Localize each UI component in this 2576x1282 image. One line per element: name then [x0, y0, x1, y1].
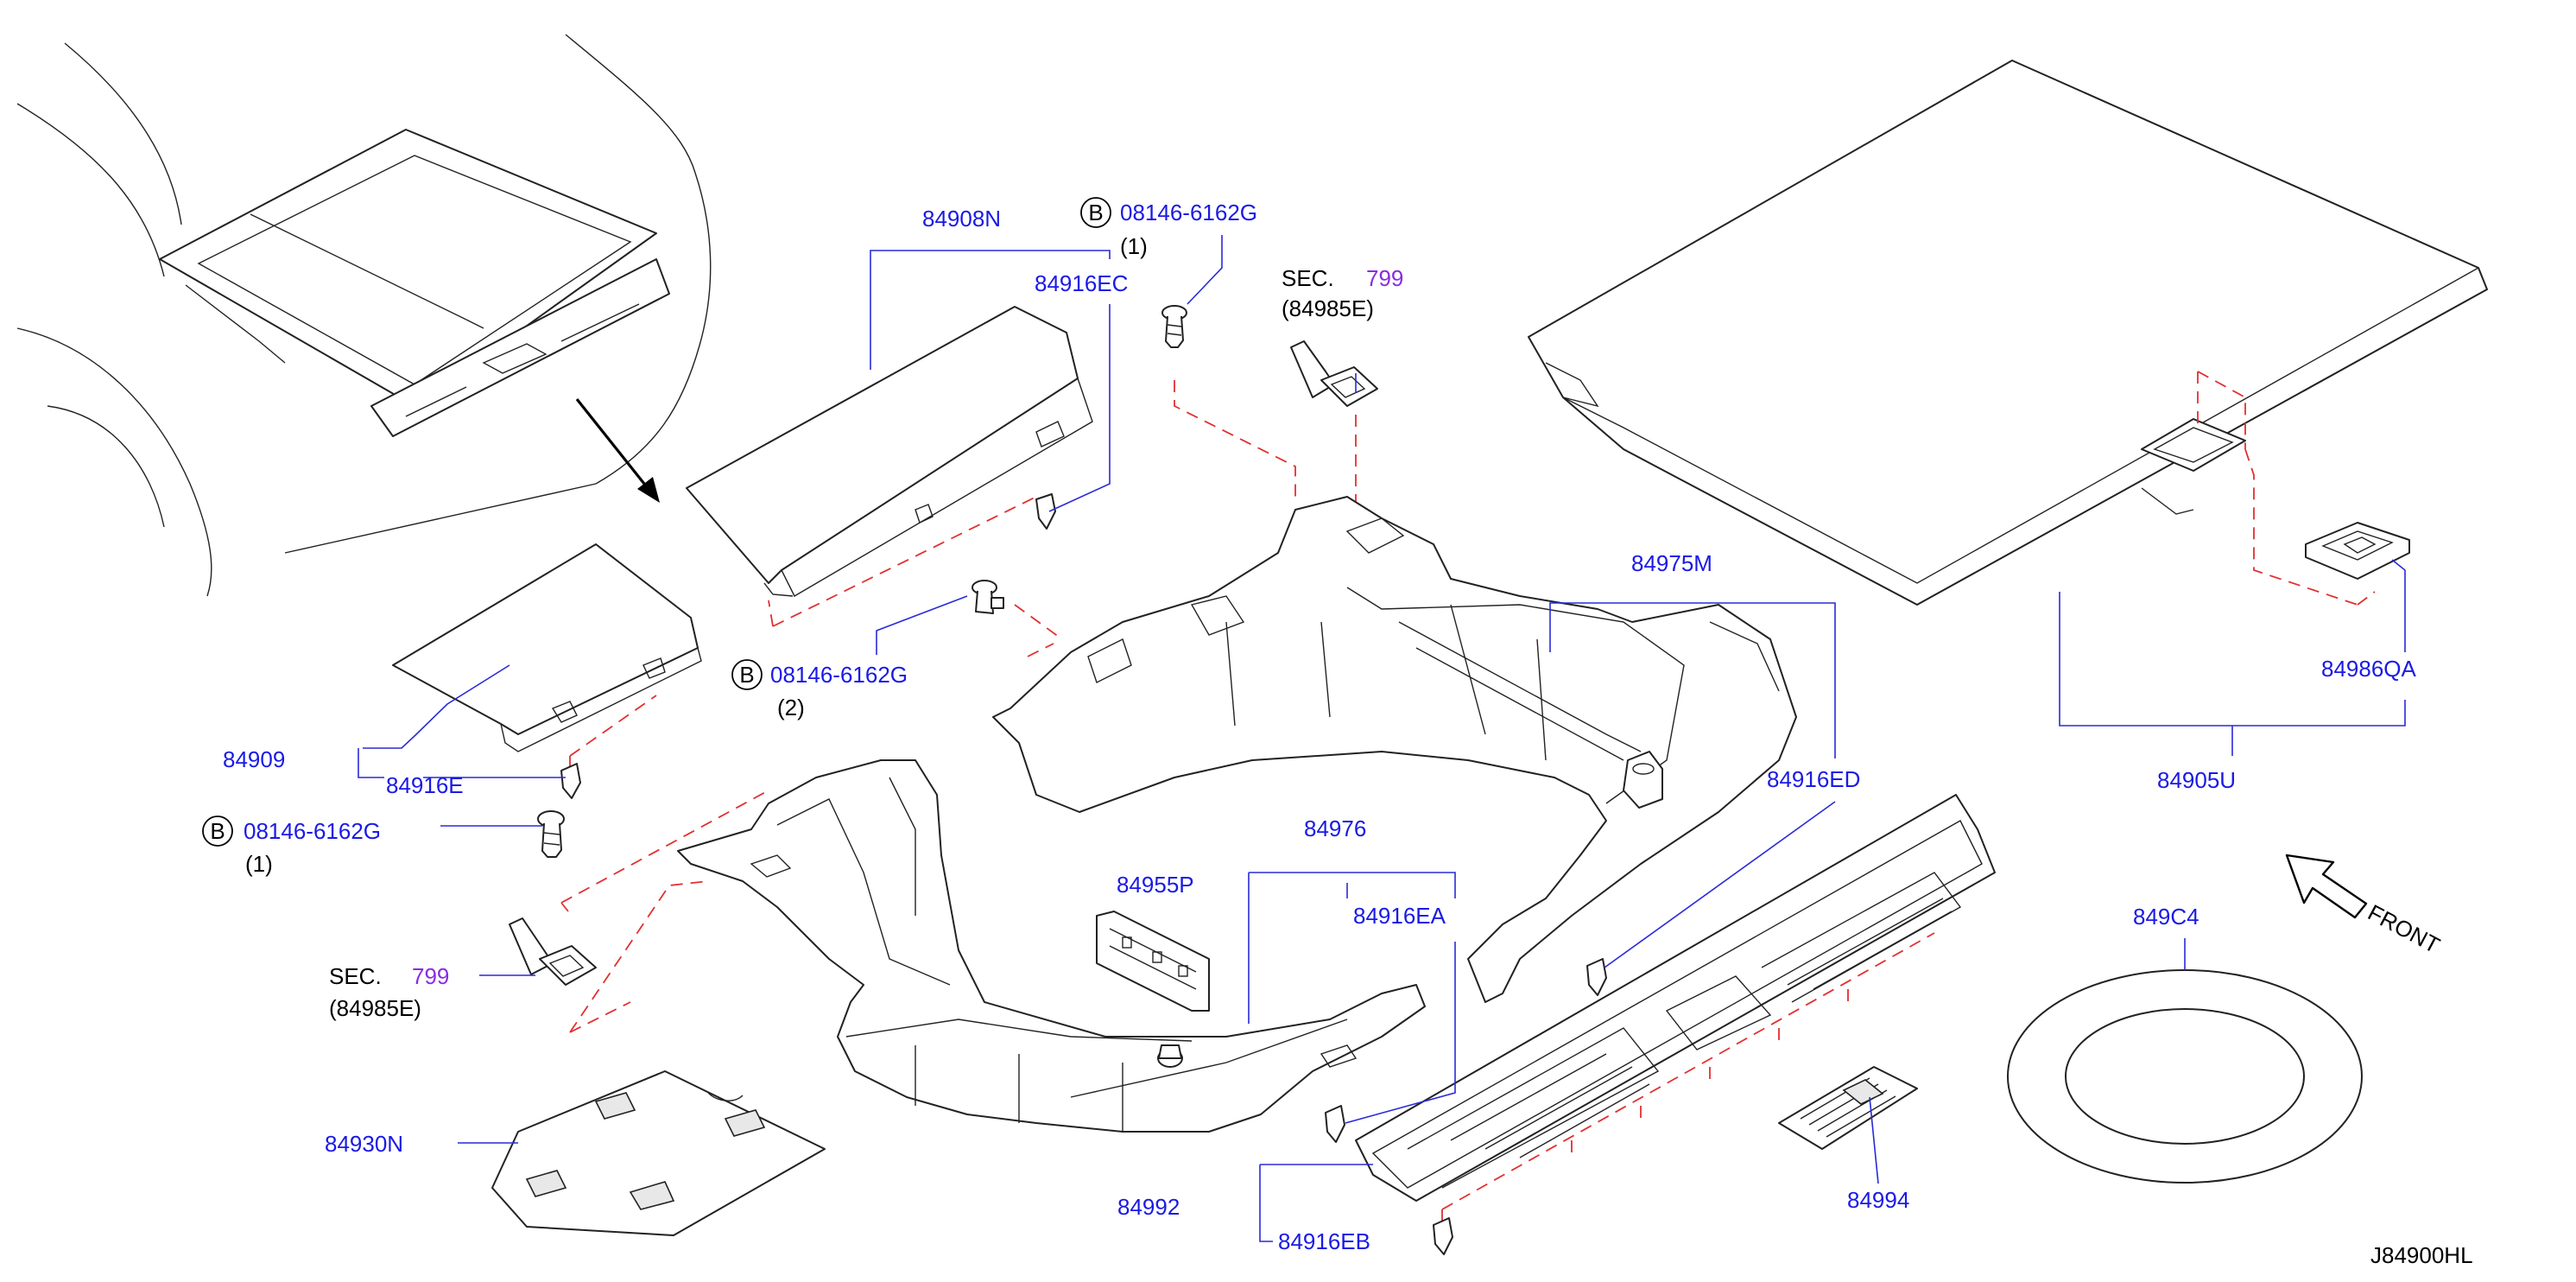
bolt-badge-top: B	[1080, 197, 1111, 228]
clip-84985E-left	[509, 917, 597, 986]
dashed-guide-bolt-top	[1174, 380, 1296, 501]
label-84916E: 84916E	[386, 772, 464, 798]
dashed-guide-84908N	[768, 496, 1037, 627]
part-84994-pad	[1778, 1066, 1918, 1150]
dashed-guide-84909	[569, 695, 657, 769]
part-84909-cover	[392, 543, 702, 752]
label-sec-left-ref: (84985E)	[329, 995, 421, 1021]
bolt-badge-top-letter: B	[1088, 200, 1103, 225]
label-84916EC: 84916EC	[1035, 270, 1128, 296]
label-bolt-mid-code: 08146-6162G	[770, 662, 908, 688]
part-labels: 84908N B 08146-6162G (1) 84916EC SEC. 79…	[202, 197, 2473, 1268]
label-bolt-top-qty: (1)	[1120, 233, 1148, 259]
part-849C4-ring	[2007, 969, 2363, 1184]
part-84986QA-cover	[2305, 522, 2410, 580]
clip-84916ED	[1586, 958, 1607, 996]
label-84992: 84992	[1117, 1194, 1180, 1220]
label-sec-left-num: 799	[412, 963, 449, 989]
part-84930N-mat	[491, 1070, 826, 1236]
bolt-badge-mid-letter: B	[739, 662, 754, 688]
dashed-guide-84992	[1441, 932, 1935, 1231]
clip-84985E-top	[1290, 340, 1378, 407]
label-84975M: 84975M	[1631, 550, 1712, 576]
label-84986QA: 84986QA	[2321, 656, 2417, 682]
dashed-guide-bolt-mid	[1014, 604, 1063, 657]
bolt-badge-mid: B	[731, 659, 763, 690]
part-84905U-board	[1528, 60, 2488, 606]
label-84916EA: 84916EA	[1353, 903, 1446, 929]
label-bolt-mid-qty: (2)	[777, 695, 805, 720]
label-front: FRONT	[2364, 899, 2444, 959]
dashed-guide-lower-frame	[560, 790, 769, 1033]
bolt-badge-left: B	[202, 816, 233, 847]
clip-84916E	[560, 763, 581, 799]
label-84909: 84909	[223, 746, 285, 772]
dashed-guide-84905U	[2197, 371, 2376, 606]
dashed-guide-sec-left	[569, 1001, 631, 1033]
label-84930N: 84930N	[325, 1131, 403, 1157]
label-sec-top: SEC.	[1282, 265, 1334, 291]
label-sec-top-num: 799	[1366, 265, 1403, 291]
bolt-08146-6162G-mid	[972, 580, 1004, 614]
label-bolt-left-code: 08146-6162G	[244, 818, 381, 844]
label-84908N: 84908N	[922, 206, 1001, 232]
part-84976-lower-frame	[677, 759, 1426, 1133]
bolt-08146-6162G-top	[1161, 305, 1187, 348]
label-84905U: 84905U	[2157, 767, 2236, 793]
front-direction-arrow	[2285, 854, 2368, 919]
label-sec-left: SEC.	[329, 963, 382, 989]
clip-84916EB	[1433, 1217, 1453, 1255]
part-84975M-tub	[992, 496, 1797, 1003]
label-84916ED: 84916ED	[1767, 766, 1860, 792]
leader-lines	[358, 235, 2406, 1242]
label-84976: 84976	[1304, 816, 1366, 841]
label-84916EB: 84916EB	[1278, 1228, 1370, 1254]
part-84908N-cover	[686, 306, 1093, 597]
part-84955P-bracket	[1096, 911, 1210, 1012]
drawing-id: J84900HL	[2370, 1242, 2473, 1268]
label-84955P: 84955P	[1117, 872, 1194, 898]
clip-84916EC	[1035, 493, 1056, 530]
label-bolt-left-qty: (1)	[245, 851, 273, 877]
vehicle-overview-illustration	[16, 34, 712, 597]
part-84992-sill-plate	[1355, 794, 1996, 1202]
label-84994: 84994	[1847, 1187, 1909, 1213]
label-sec-top-ref: (84985E)	[1282, 295, 1374, 321]
label-849C4: 849C4	[2133, 904, 2199, 930]
bolt-badge-left-letter: B	[210, 818, 225, 844]
bolt-08146-6162G-left	[537, 810, 565, 858]
clip-84916EA	[1325, 1105, 1345, 1143]
label-bolt-top-code: 08146-6162G	[1120, 200, 1257, 225]
